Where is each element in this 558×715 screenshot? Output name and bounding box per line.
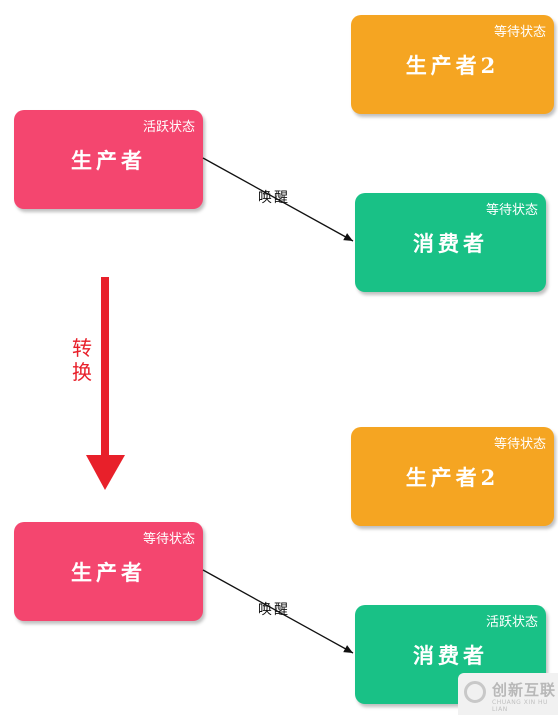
node-label: 生产者2 bbox=[405, 464, 500, 490]
wake-arrow-top bbox=[202, 157, 354, 242]
state-label: 等待状态 bbox=[142, 532, 195, 547]
switch-arrow-icon bbox=[86, 277, 125, 490]
switch-label: 转换 bbox=[72, 336, 92, 384]
state-label: 等待状态 bbox=[493, 437, 546, 452]
producer-box-top: 活跃状态 生产者 bbox=[14, 110, 203, 209]
node-label: 生产者2 bbox=[405, 52, 500, 78]
consumer-box-bottom: 活跃状态 消费者 bbox=[355, 605, 546, 704]
state-label: 活跃状态 bbox=[142, 120, 195, 135]
watermark-logo: 创新互联 CHUANG XIN HU LIAN bbox=[458, 673, 558, 715]
state-label: 等待状态 bbox=[493, 25, 546, 40]
producer2-box-bottom: 等待状态 生产者2 bbox=[351, 427, 554, 526]
producer-box-bottom: 等待状态 生产者 bbox=[14, 522, 203, 621]
wake-arrow-bottom bbox=[202, 569, 354, 654]
wake-edge-label-bottom: 唤醒 bbox=[258, 599, 290, 619]
node-label: 消费者 bbox=[413, 642, 488, 668]
producer2-box-top: 等待状态 生产者2 bbox=[351, 15, 554, 114]
node-label: 消费者 bbox=[413, 230, 488, 256]
node-label: 生产者 bbox=[71, 147, 146, 173]
logo-icon bbox=[464, 681, 486, 703]
state-label: 活跃状态 bbox=[485, 615, 538, 630]
state-label: 等待状态 bbox=[485, 203, 538, 218]
watermark-subtext: CHUANG XIN HU LIAN bbox=[492, 699, 548, 713]
consumer-box-top: 等待状态 消费者 bbox=[355, 193, 546, 292]
node-label: 生产者 bbox=[71, 559, 146, 585]
watermark-text: 创新互联 bbox=[492, 681, 557, 699]
wake-edge-label-top: 唤醒 bbox=[258, 187, 290, 207]
